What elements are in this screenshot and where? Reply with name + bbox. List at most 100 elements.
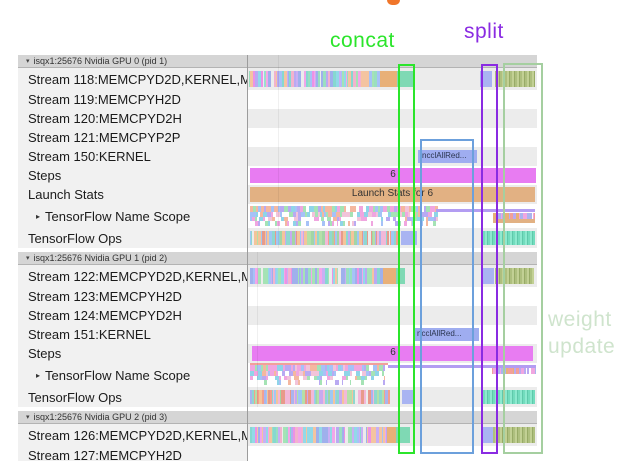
event-bar[interactable]: ncclAllRed...: [413, 328, 479, 341]
trace-events[interactable]: [250, 231, 398, 245]
trace-events[interactable]: [250, 427, 387, 443]
row-label-stream-118-memcpyd2d-kernel-me: Stream 118:MEMCPYD2D,KERNEL,ME: [18, 68, 248, 90]
row-label-stream-124-memcpyd2h: Stream 124:MEMCPYD2H: [18, 306, 248, 325]
event-bar-label: 6: [390, 169, 396, 180]
trace-row: Steps 6: [18, 344, 537, 363]
trace-row: Stream 118:MEMCPYD2D,KERNEL,ME: [18, 68, 537, 90]
row-label-tensorflow-name-scope[interactable]: ▸ TensorFlow Name Scope: [18, 204, 248, 228]
event-bar[interactable]: 6: [250, 168, 536, 183]
event-bar-label: ncclAllRed...: [422, 151, 467, 160]
timeline-track[interactable]: Launch Stats for 6: [248, 185, 537, 204]
event-bar-label: Launch Stats for 6: [351, 188, 434, 199]
annotation-weight-update: weight update: [548, 306, 615, 360]
event-bar[interactable]: Launch Stats for 6: [250, 187, 535, 202]
scope-line: [436, 209, 535, 212]
timeline-track[interactable]: [248, 109, 537, 128]
trace-events[interactable]: [250, 390, 390, 404]
trace-row: Stream 151:KERNEL ncclAllRed...: [18, 325, 537, 344]
trace-event-band[interactable]: [495, 71, 535, 87]
event-bar[interactable]: ncclAllRed...: [418, 150, 477, 163]
timeline-track[interactable]: [248, 387, 537, 407]
weight-update-box: [503, 63, 543, 454]
split-box: [481, 64, 498, 454]
collapse-triangle-icon[interactable]: ▾: [26, 255, 30, 262]
trace-row: Stream 124:MEMCPYD2H: [18, 306, 537, 325]
trace-event[interactable]: [387, 427, 396, 443]
trace-row: Launch Stats Launch Stats for 6: [18, 185, 537, 204]
row-label-text: TensorFlow Name Scope: [45, 367, 191, 383]
row-label-text: TensorFlow Ops: [28, 389, 122, 405]
row-label-stream-151-kernel: Stream 151:KERNEL: [18, 325, 248, 344]
trace-events[interactable]: [250, 268, 383, 284]
trace-event[interactable]: [481, 427, 493, 443]
timeline-track[interactable]: [248, 128, 537, 147]
timeline-track[interactable]: 6: [248, 344, 537, 363]
row-label-steps: Steps: [18, 344, 248, 363]
row-label-text: Stream 127:MEMCPYH2D: [28, 448, 182, 461]
trace-row: ▸ TensorFlow Name Scope: [18, 204, 537, 228]
event-bar-label: ncclAllRed...: [417, 329, 462, 338]
row-label-text: TensorFlow Name Scope: [45, 208, 191, 224]
collapse-triangle-icon[interactable]: ▾: [26, 58, 30, 65]
trace-event[interactable]: [396, 268, 405, 284]
trace-events[interactable]: [249, 71, 380, 87]
row-label-text: Stream 120:MEMCPYD2H: [28, 111, 182, 126]
scope-line: [493, 219, 535, 223]
row-label-text: Launch Stats: [28, 187, 104, 202]
section-header-label: isqx1:25676 Nvidia GPU 2 (pid 3): [33, 412, 168, 422]
row-label-text: Stream 118:MEMCPYD2D,KERNEL,ME: [28, 71, 248, 87]
time-gridline: [257, 252, 258, 407]
name-scope-flame[interactable]: [250, 363, 385, 387]
row-label-text: Stream 122:MEMCPYD2D,KERNEL,MI: [28, 268, 248, 284]
timeline-track[interactable]: [248, 204, 537, 228]
timeline-track[interactable]: [248, 306, 537, 325]
row-label-stream-126-memcpyd2d-kernel-mi: Stream 126:MEMCPYD2D,KERNEL,MI: [18, 424, 248, 446]
timeline-track[interactable]: [248, 68, 537, 90]
timeline-track[interactable]: 6: [248, 166, 537, 185]
event-bar-label: 6: [390, 347, 396, 358]
row-label-tensorflow-name-scope[interactable]: ▸ TensorFlow Name Scope: [18, 363, 248, 387]
row-label-steps: Steps: [18, 166, 248, 185]
trace-event[interactable]: [383, 268, 396, 284]
row-label-text: Stream 126:MEMCPYD2D,KERNEL,MI: [28, 427, 248, 443]
trace-event[interactable]: [480, 71, 492, 87]
orange-label-fragment: [387, 0, 400, 5]
timeline-track[interactable]: [248, 90, 537, 109]
event-bar[interactable]: 6: [252, 346, 533, 361]
trace-row: Stream 121:MEMCPYP2P: [18, 128, 537, 147]
panel-divider: [247, 55, 248, 461]
trace-row: Stream 127:MEMCPYH2D: [18, 446, 537, 461]
section-header[interactable]: ▾isqx1:25676 Nvidia GPU 2 (pid 3): [18, 411, 537, 424]
row-label-stream-122-memcpyd2d-kernel-mi: Stream 122:MEMCPYD2D,KERNEL,MI: [18, 265, 248, 287]
row-label-tensorflow-ops: TensorFlow Ops: [18, 228, 248, 248]
trace-row: Stream 126:MEMCPYD2D,KERNEL,MI: [18, 424, 537, 446]
expand-triangle-icon[interactable]: ▸: [36, 211, 41, 221]
trace-row: Stream 120:MEMCPYD2H: [18, 109, 537, 128]
row-label-text: Stream 119:MEMCPYH2D: [28, 92, 181, 107]
timeline-track[interactable]: [248, 363, 537, 387]
section-header-label: isqx1:25676 Nvidia GPU 1 (pid 2): [33, 253, 168, 263]
trace-row: ▸ TensorFlow Name Scope: [18, 363, 537, 387]
nccl-box: [420, 139, 474, 454]
annotation-weight-line1: weight: [548, 308, 612, 331]
row-label-stream-121-memcpyp2p: Stream 121:MEMCPYP2P: [18, 128, 248, 147]
section-header-label: isqx1:25676 Nvidia GPU 0 (pid 1): [33, 56, 168, 66]
row-label-stream-123-memcpyh2d: Stream 123:MEMCPYH2D: [18, 287, 248, 306]
timeline-track[interactable]: ncclAllRed...: [248, 147, 537, 166]
collapse-triangle-icon[interactable]: ▾: [26, 414, 30, 421]
trace-event[interactable]: [380, 71, 397, 87]
trace-event[interactable]: [397, 71, 413, 87]
trace-event[interactable]: [402, 390, 413, 404]
row-label-launch-stats: Launch Stats: [18, 185, 248, 204]
timeline-track[interactable]: [248, 287, 537, 306]
timeline-track[interactable]: ncclAllRed...: [248, 325, 537, 344]
row-label-text: Stream 123:MEMCPYH2D: [28, 289, 182, 304]
section-header[interactable]: ▾isqx1:25676 Nvidia GPU 1 (pid 2): [18, 252, 537, 265]
row-label-text: Stream 121:MEMCPYP2P: [28, 130, 181, 145]
expand-triangle-icon[interactable]: ▸: [36, 370, 41, 380]
row-label-text: Steps: [28, 168, 62, 183]
concat-box: [398, 64, 415, 454]
trace-event[interactable]: [482, 268, 494, 284]
timeline-track[interactable]: [248, 446, 537, 461]
